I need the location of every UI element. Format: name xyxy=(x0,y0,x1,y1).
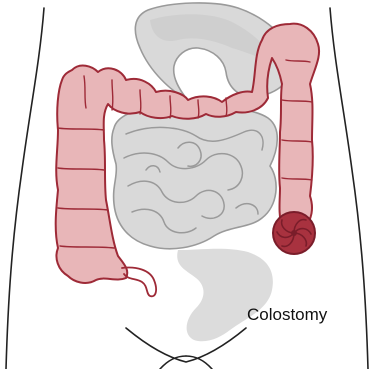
haustra-4 xyxy=(170,96,171,118)
small-intestine-body xyxy=(112,106,277,249)
pelvis-line xyxy=(126,328,246,362)
stoma-icon xyxy=(273,212,315,254)
haustra-2 xyxy=(112,80,113,110)
rectum xyxy=(177,249,273,342)
haustra-6 xyxy=(226,98,227,116)
haustra-5 xyxy=(198,100,199,118)
body-left-contour xyxy=(6,8,44,369)
stoma-center xyxy=(291,230,297,236)
body-right-contour xyxy=(330,8,368,369)
small-intestine xyxy=(112,106,277,249)
stoma-label: Colostomy xyxy=(247,305,328,324)
haustra-3 xyxy=(140,90,141,114)
